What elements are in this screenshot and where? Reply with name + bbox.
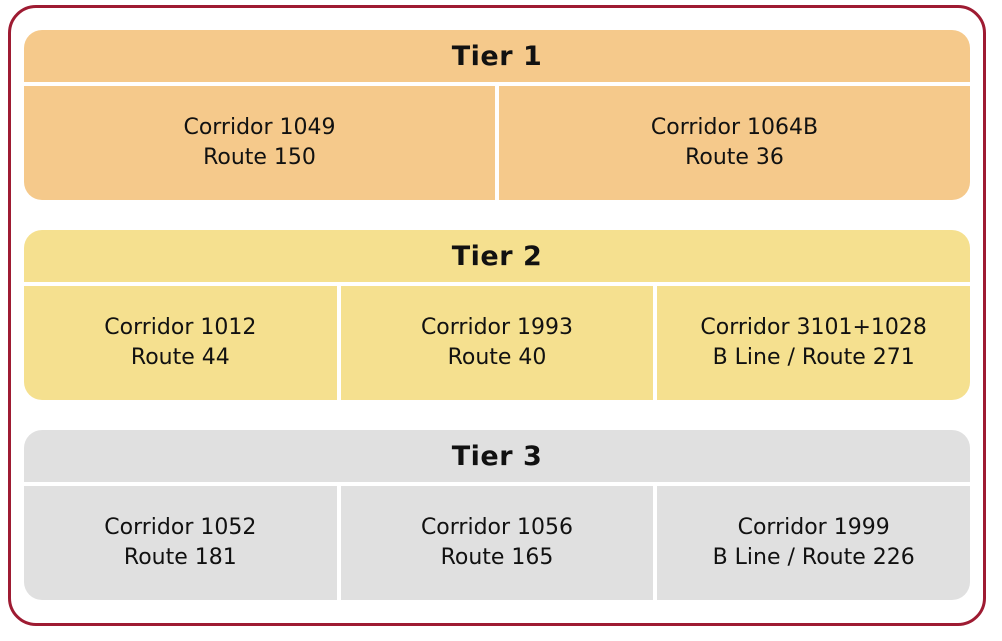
corridor-label: Corridor 1012 (104, 315, 257, 341)
corridor-label: Corridor 1064B (650, 115, 819, 141)
route-label: Route 44 (130, 345, 230, 370)
tier-2-cells: Corridor 1012 Route 44 Corridor 1993 Rou… (24, 286, 970, 400)
corridor-label: Corridor 1052 (104, 515, 257, 541)
corridor-label: Corridor 1999 (737, 515, 890, 541)
tier-1-cell-1: Corridor 1049 Route 150 (24, 86, 495, 200)
route-label: Route 150 (203, 145, 316, 170)
route-label: Route 165 (440, 545, 554, 570)
tier-1-block: Tier 1 Corridor 1049 Route 150 Corridor … (24, 30, 970, 200)
tier-2-cell-1: Corridor 1012 Route 44 (24, 286, 337, 400)
tier-3-cell-1: Corridor 1052 Route 181 (24, 486, 337, 600)
tier-2-cell-3: Corridor 3101+1028 B Line / Route 271 (657, 286, 970, 400)
corridor-label: Corridor 1056 (420, 515, 574, 541)
tier-1-title: Tier 1 (451, 40, 543, 72)
route-label: Route 181 (123, 545, 237, 570)
tier-3-cell-3: Corridor 1999 B Line / Route 226 (657, 486, 970, 600)
tier-3-cells: Corridor 1052 Route 181 Corridor 1056 Ro… (24, 486, 970, 600)
tier-1-cells: Corridor 1049 Route 150 Corridor 1064B R… (24, 86, 970, 200)
tier-3-block: Tier 3 Corridor 1052 Route 181 Corridor … (24, 430, 970, 600)
tier-3-title: Tier 3 (451, 440, 543, 472)
tier-1-header: Tier 1 (24, 30, 970, 82)
corridor-label: Corridor 3101+1028 (700, 315, 927, 341)
route-label: Route 40 (447, 345, 547, 370)
corridor-label: Corridor 1993 (420, 315, 574, 341)
tier-3-cell-2: Corridor 1056 Route 165 (340, 486, 654, 600)
route-label: Route 36 (685, 145, 784, 170)
tier-2-header: Tier 2 (24, 230, 970, 282)
diagram-frame: Tier 1 Corridor 1049 Route 150 Corridor … (8, 5, 986, 626)
tier-1-cell-2: Corridor 1064B Route 36 (499, 86, 970, 200)
route-label: B Line / Route 226 (712, 545, 915, 570)
tier-2-block: Tier 2 Corridor 1012 Route 44 Corridor 1… (24, 230, 970, 400)
tier-2-cell-2: Corridor 1993 Route 40 (340, 286, 654, 400)
tier-3-header: Tier 3 (24, 430, 970, 482)
route-label: B Line / Route 271 (712, 345, 915, 370)
tier-2-title: Tier 2 (451, 240, 543, 272)
corridor-label: Corridor 1049 (183, 115, 336, 141)
